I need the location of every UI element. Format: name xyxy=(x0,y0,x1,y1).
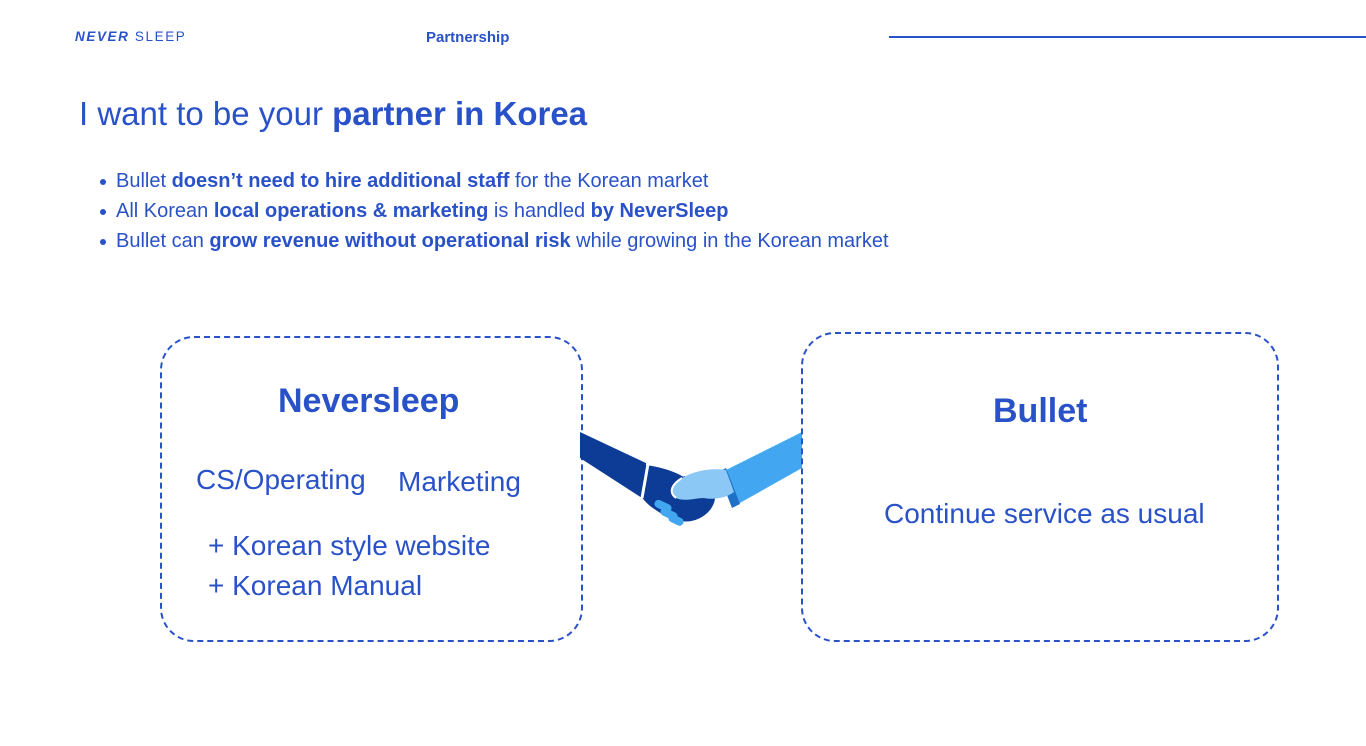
handshake-icon xyxy=(580,432,802,526)
handshake-right-hand xyxy=(671,469,734,500)
headline-bold: partner in Korea xyxy=(332,95,588,132)
logo: NEVER SLEEP xyxy=(75,29,186,44)
bullet-text: while growing in the Korean market xyxy=(570,230,889,252)
headline: I want to be your partner in Korea xyxy=(79,95,587,133)
bullet-bold: doesn’t need to hire additional staff xyxy=(171,170,510,192)
header-divider xyxy=(889,36,1366,38)
bullet-text: Bullet can xyxy=(116,230,210,252)
handshake-left-arm xyxy=(580,432,648,498)
service-cs-operating: CS/Operating xyxy=(196,464,366,495)
bullet-bold: grow revenue without operational risk xyxy=(209,230,571,252)
neversleep-box: Neversleep CS/Operating Marketing + Kore… xyxy=(160,336,583,642)
handshake-fingers xyxy=(654,499,684,526)
bullet-list: Bullet doesn’t need to hire additional s… xyxy=(100,166,889,256)
logo-text-never: NEVER xyxy=(75,29,130,44)
logo-text-sleep: SLEEP xyxy=(134,29,187,44)
bullet-title: Bullet xyxy=(993,392,1088,430)
bullet-item: Bullet can grow revenue without operatio… xyxy=(100,226,889,256)
headline-plain: I want to be your xyxy=(79,95,333,132)
bullet-item: Bullet doesn’t need to hire additional s… xyxy=(100,166,889,196)
bullet-box: Bullet Continue service as usual xyxy=(801,332,1279,642)
bullet-item: All Korean local operations & marketing … xyxy=(100,196,889,226)
extra-korean-manual: + Korean Manual xyxy=(208,570,423,601)
section-label: Partnership xyxy=(426,29,510,46)
handshake-right-arm xyxy=(726,432,802,504)
service-marketing: Marketing xyxy=(398,466,521,497)
bullet-text: All Korean xyxy=(116,200,214,222)
bullet-bold: local operations & marketing xyxy=(213,200,489,222)
bullet-text: Bullet xyxy=(116,170,172,192)
extra-korean-website: + Korean style website xyxy=(208,530,491,561)
bullet-text: for the Korean market xyxy=(509,170,709,192)
continue-service-text: Continue service as usual xyxy=(884,498,1205,529)
neversleep-title: Neversleep xyxy=(278,382,460,420)
bullet-bold: by NeverSleep xyxy=(590,200,729,222)
bullet-text: is handled xyxy=(488,200,591,222)
